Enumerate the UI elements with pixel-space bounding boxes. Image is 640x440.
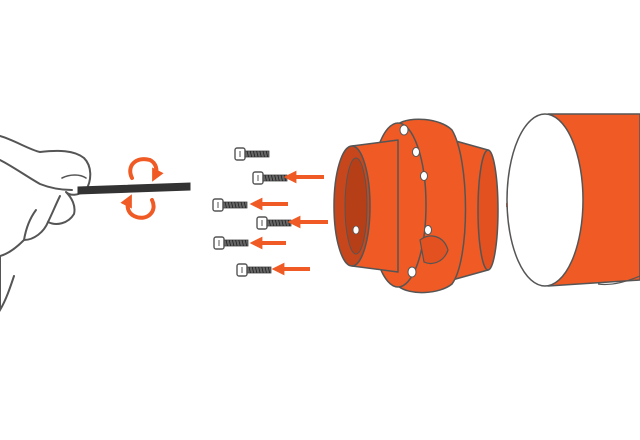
socket-head-screw-icon <box>234 147 270 161</box>
hex-key-icon <box>77 182 191 195</box>
socket-head-screw-icon <box>236 263 272 277</box>
flanged-hub-icon <box>333 118 499 294</box>
rotate-arrows-icon <box>120 157 164 220</box>
socket-head-screw-icon <box>256 216 292 230</box>
socket-head-screw-icon <box>213 236 249 250</box>
socket-head-screw-icon <box>252 171 288 185</box>
tube-icon <box>506 113 640 287</box>
socket-head-screw-icon <box>212 198 248 212</box>
screw-group <box>212 147 292 277</box>
hand-icon <box>0 135 92 312</box>
